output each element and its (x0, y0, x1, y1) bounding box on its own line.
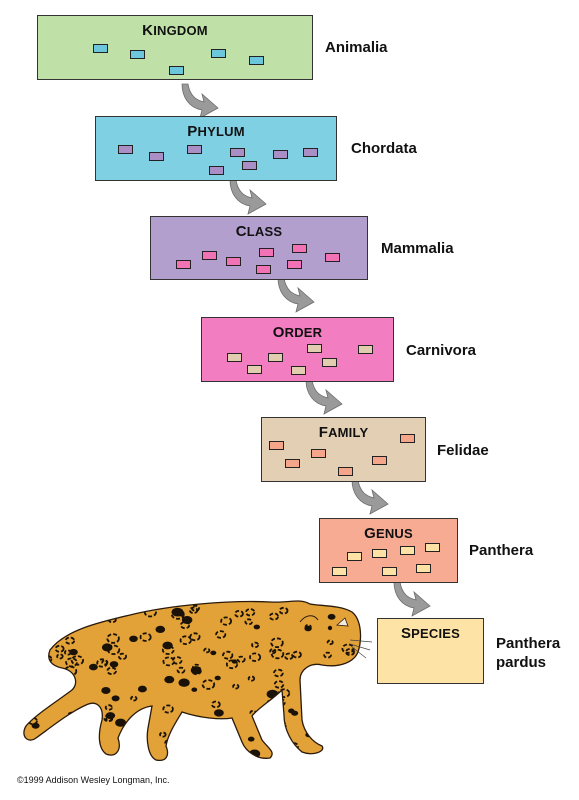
mini-taxon (291, 366, 306, 375)
mini-taxon (347, 552, 362, 561)
class-rank-label: CLASS (235, 223, 283, 240)
mini-taxon (227, 353, 242, 362)
species-box: SPECIES (377, 618, 484, 684)
copyright-notice: ©1999 Addison Wesley Longman, Inc. (17, 775, 170, 785)
mini-taxon (325, 253, 340, 262)
mini-taxon (211, 49, 226, 58)
genus-taxon: Panthera (469, 542, 534, 559)
jaguar-body (23, 600, 373, 762)
mini-taxon (372, 456, 387, 465)
curved-arrow-icon (277, 277, 315, 313)
mini-taxon (332, 567, 347, 576)
kingdom-rank-label: KINGDOM (142, 22, 208, 39)
curved-arrow-icon (181, 83, 219, 119)
mini-taxon (93, 44, 108, 53)
phylum-box: PHYLUM (95, 116, 337, 181)
class-taxon: Mammalia (381, 240, 454, 257)
phylum-taxon: Chordata (351, 140, 417, 157)
mini-taxon (269, 441, 284, 450)
mini-taxon (149, 152, 164, 161)
mini-taxon (287, 260, 302, 269)
mini-taxon (242, 161, 257, 170)
mini-taxon (130, 50, 145, 59)
mini-taxon (303, 148, 318, 157)
family-box: FAMILY (261, 417, 426, 482)
mini-taxon (311, 449, 326, 458)
genus-box: GENUS (319, 518, 458, 583)
mini-taxon (307, 344, 322, 353)
mini-taxon (322, 358, 337, 367)
class-box: CLASS (150, 216, 368, 280)
mini-taxon (268, 353, 283, 362)
mini-taxon (209, 166, 224, 175)
mini-taxon (249, 56, 264, 65)
mini-taxon (202, 251, 217, 260)
kingdom-box: KINGDOM (37, 15, 313, 80)
mini-taxon (187, 145, 202, 154)
mini-taxon (230, 148, 245, 157)
mini-taxon (118, 145, 133, 154)
mini-taxon (169, 66, 184, 75)
mini-taxon (358, 345, 373, 354)
family-rank-label: FAMILY (318, 424, 369, 441)
mini-taxon (416, 564, 431, 573)
mini-taxon (259, 248, 274, 257)
mini-taxon (285, 459, 300, 468)
mini-taxon (400, 546, 415, 555)
mini-taxon (273, 150, 288, 159)
mini-taxon (372, 549, 387, 558)
order-box: ORDER (201, 317, 394, 382)
genus-rank-label: GENUS (364, 525, 413, 542)
mini-taxon (226, 257, 241, 266)
curved-arrow-icon (393, 581, 431, 617)
mini-taxon (382, 567, 397, 576)
order-taxon: Carnivora (406, 342, 477, 359)
species-taxon: Panthera pardus (496, 635, 561, 671)
mini-taxon (176, 260, 191, 269)
mini-taxon (338, 467, 353, 476)
mini-taxon (425, 543, 440, 552)
mini-taxon (400, 434, 415, 443)
curved-arrow-icon (229, 179, 267, 215)
mini-taxon (292, 244, 307, 253)
species-rank-label: SPECIES (400, 625, 461, 642)
order-rank-label: ORDER (272, 324, 323, 341)
phylum-rank-label: PHYLUM (187, 123, 245, 140)
curved-arrow-icon (305, 379, 343, 415)
kingdom-taxon: Animalia (325, 39, 388, 56)
curved-arrow-icon (351, 479, 389, 515)
mini-taxon (247, 365, 262, 374)
mini-taxon (256, 265, 271, 274)
family-taxon: Felidae (437, 442, 489, 459)
